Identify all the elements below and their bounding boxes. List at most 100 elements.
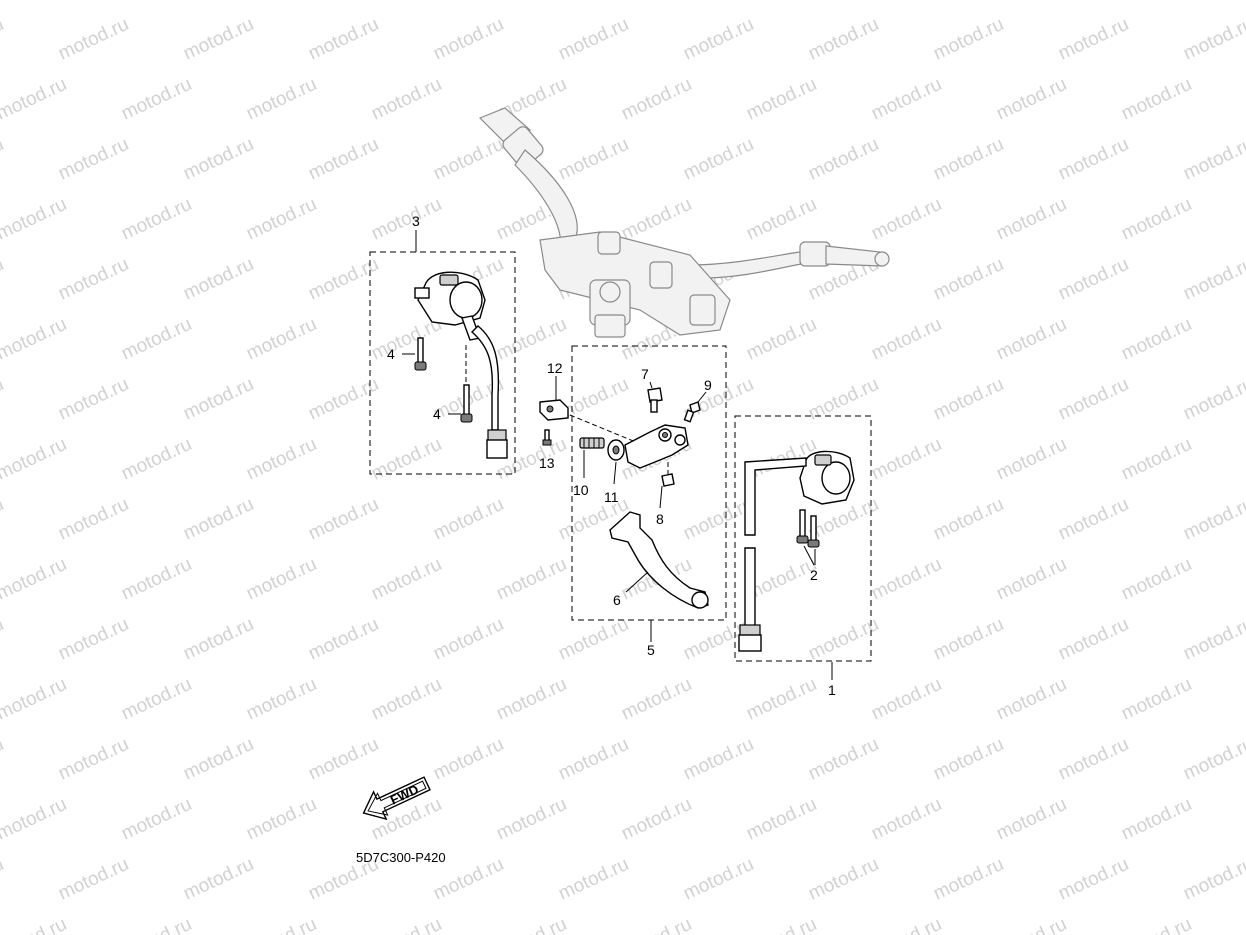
watermark-text: motod.ru [55, 494, 132, 545]
watermark-text: motod.ru [1055, 134, 1132, 185]
callout-5: 5 [647, 642, 655, 658]
watermark-text: motod.ru [368, 674, 445, 725]
watermark-text: motod.ru [0, 674, 70, 725]
watermark-text: motod.ru [118, 74, 195, 125]
watermark-text: motod.ru [1055, 614, 1132, 665]
watermark-text: motod.ru [805, 374, 882, 425]
watermark-text: motod.ru [993, 314, 1070, 365]
watermark-text: motod.ru [0, 554, 70, 605]
watermark-text: motod.ru [1055, 14, 1132, 65]
diagram-code: 5D7C300-P420 [356, 850, 446, 865]
watermark-text: motod.ru [55, 854, 132, 905]
watermark-text: motod.ru [305, 374, 382, 425]
watermark-text: motod.ru [743, 794, 820, 845]
watermark-text: motod.ru [993, 194, 1070, 245]
watermark-text: motod.ru [993, 914, 1070, 935]
watermark-text: motod.ru [618, 914, 695, 935]
watermark-text: motod.ru [993, 674, 1070, 725]
watermark-text: motod.ru [555, 854, 632, 905]
watermark-text: motod.ru [0, 854, 7, 905]
watermark-text: motod.ru [118, 194, 195, 245]
callout-6: 6 [613, 592, 621, 608]
watermark-text: motod.ru [743, 0, 820, 5]
watermark-text: motod.ru [118, 314, 195, 365]
watermark-text: motod.ru [368, 74, 445, 125]
callout-3: 3 [412, 213, 420, 229]
watermark-text: motod.ru [1118, 674, 1195, 725]
watermark-text: motod.ru [55, 614, 132, 665]
watermark-text: motod.ru [430, 734, 507, 785]
watermark-text: motod.ru [243, 434, 320, 485]
watermark-text: motod.ru [368, 914, 445, 935]
watermark-text: motod.ru [1180, 254, 1246, 305]
screw-4-upper [402, 337, 427, 371]
watermark-text: motod.ru [1118, 314, 1195, 365]
watermark-text: motod.ru [430, 614, 507, 665]
watermark-text: motod.ru [1118, 74, 1195, 125]
watermark-text: motod.ru [1180, 614, 1246, 665]
watermark-text: motod.ru [743, 314, 820, 365]
watermark-text: motod.ru [180, 134, 257, 185]
watermark-text: motod.ru [680, 734, 757, 785]
watermark-text: motod.ru [243, 914, 320, 935]
watermark-text: motod.ru [805, 854, 882, 905]
watermark-text: motod.ru [0, 794, 70, 845]
watermark-text: motod.ru [493, 914, 570, 935]
screw-13 [542, 429, 552, 446]
watermark-text: motod.ru [243, 674, 320, 725]
watermark-text: motod.ru [930, 614, 1007, 665]
callout-2: 2 [810, 567, 818, 583]
callout-12: 12 [547, 360, 563, 376]
watermark-text: motod.ru [430, 134, 507, 185]
callout-10: 10 [573, 482, 589, 498]
watermark-text: motod.ru [1118, 194, 1195, 245]
watermark-text: motod.ru [930, 854, 1007, 905]
watermark-text: motod.ru [1055, 494, 1132, 545]
watermark-text: motod.ru [55, 254, 132, 305]
watermark-text: motod.ru [805, 134, 882, 185]
watermark-text: motod.ru [368, 194, 445, 245]
watermark-text: motod.ru [118, 794, 195, 845]
watermark-text: motod.ru [868, 74, 945, 125]
watermark-text: motod.ru [430, 494, 507, 545]
brake-lever-6 [609, 511, 709, 609]
watermark-text: motod.ru [1055, 254, 1132, 305]
right-handlebar-switch [738, 450, 855, 680]
watermark-text: motod.ru [680, 854, 757, 905]
left-handlebar-switch [414, 230, 508, 459]
watermark-text: motod.ru [493, 314, 570, 365]
watermark-text: motod.ru [618, 0, 695, 5]
watermark-text: motod.ru [493, 794, 570, 845]
watermark-text: motod.ru [930, 254, 1007, 305]
watermark-text: motod.ru [243, 0, 320, 5]
watermark-text: motod.ru [555, 734, 632, 785]
watermark-text: motod.ru [0, 734, 7, 785]
watermark-text: motod.ru [118, 674, 195, 725]
watermark-text: motod.ru [868, 194, 945, 245]
watermark-text: motod.ru [993, 794, 1070, 845]
watermark-text: motod.ru [868, 434, 945, 485]
watermark-text: motod.ru [1055, 374, 1132, 425]
bolt-7 [647, 381, 663, 413]
watermark-text: motod.ru [368, 0, 445, 5]
watermark-text: motod.ru [1180, 374, 1246, 425]
watermark-text: motod.ru [180, 854, 257, 905]
watermark-text: motod.ru [243, 74, 320, 125]
watermark-text: motod.ru [305, 254, 382, 305]
watermark-text: motod.ru [243, 554, 320, 605]
group-box-3 [369, 251, 516, 475]
callout-4-upper: 4 [387, 346, 395, 362]
watermark-text: motod.ru [743, 194, 820, 245]
watermark-text: motod.ru [55, 374, 132, 425]
watermark-text: motod.ru [0, 494, 7, 545]
watermark-text: motod.ru [868, 0, 945, 5]
watermark-text: motod.ru [493, 674, 570, 725]
watermark-text: motod.ru [993, 434, 1070, 485]
callout-4-lower: 4 [433, 406, 441, 422]
watermark-text: motod.ru [680, 14, 757, 65]
callout-8: 8 [656, 511, 664, 527]
watermark-text: motod.ru [0, 614, 7, 665]
watermark-text: motod.ru [493, 0, 570, 5]
watermark-text: motod.ru [555, 14, 632, 65]
watermark-text: motod.ru [743, 674, 820, 725]
